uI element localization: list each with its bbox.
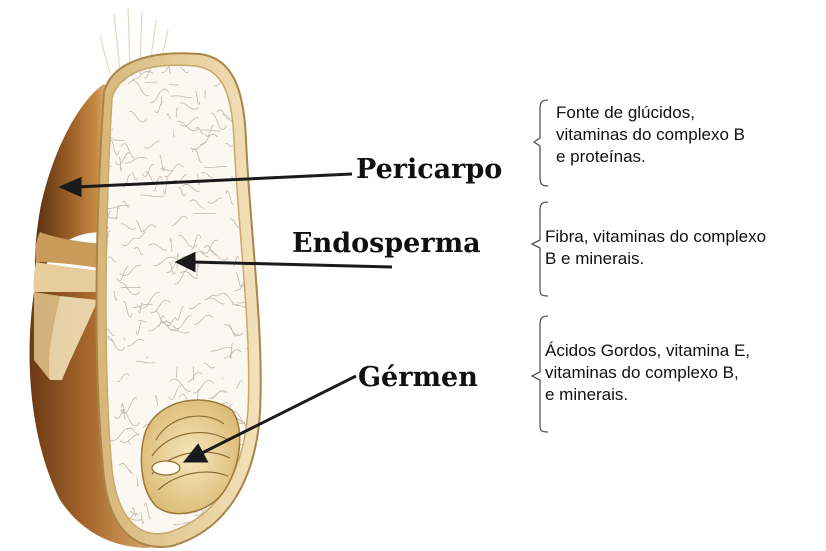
description-line: vitaminas do complexo B, [545,362,750,384]
label-pericarpo: Pericarpo [356,156,502,183]
description-line: e minerais. [545,384,750,406]
endosperm-cell-stroke [257,233,267,246]
description-line: Fonte de glúcidos, [556,102,745,124]
endosperm-cell-stroke [252,218,261,220]
endosperm-cell-stroke [248,472,260,477]
endosperm-cell-stroke [242,75,250,85]
endosperm-cell-stroke [252,204,270,209]
description-line: vitaminas do complexo B [556,124,745,146]
label-endosperma: Endosperma [292,230,481,257]
description-line: Fibra, vitaminas do complexo [545,226,766,248]
description-pericarpo: Fonte de glúcidos, vitaminas do complexo… [556,102,745,168]
endosperm-cell-stroke [256,89,271,103]
description-germen: Ácidos Gordos, vitamina E, vitaminas do … [545,340,750,406]
endosperm-cell-stroke [236,512,242,527]
label-germen: Gérmen [358,364,478,391]
endosperm-cell-stroke [233,525,245,535]
endosperm-cell-stroke [238,61,257,66]
endosperm-cell-stroke [245,153,265,162]
bracket-pericarpo [534,100,548,186]
endosperm-cell-stroke [243,56,252,62]
description-endosperma: Fibra, vitaminas do complexo B e minerai… [545,226,766,270]
description-line: e proteínas. [556,146,745,168]
description-line: B e minerais. [545,248,766,270]
endosperm-cell-stroke [253,107,254,120]
endosperm-cell-stroke [245,521,256,536]
description-line: Ácidos Gordos, vitamina E, [545,340,750,362]
